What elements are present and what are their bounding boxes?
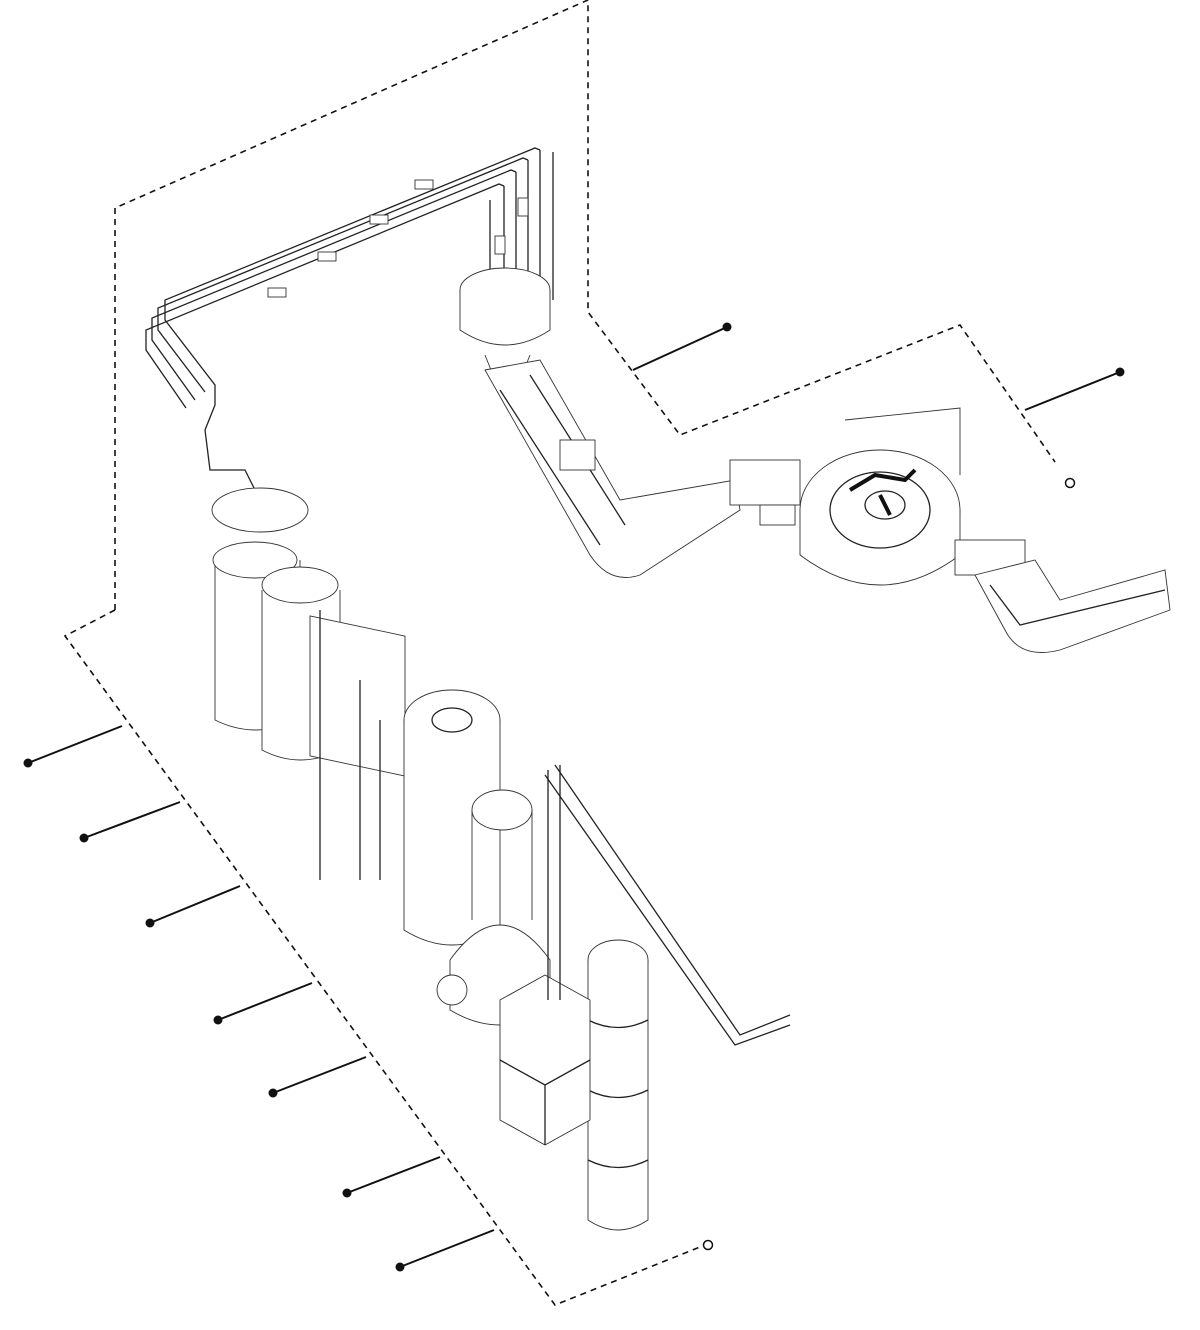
robot-cell (799, 407, 1026, 586)
callout-leader (23, 725, 123, 768)
conveyor-lower (974, 559, 1171, 653)
upper-zone-boundary (114, 0, 1056, 610)
boundary-end-marker (702, 1239, 714, 1251)
callout-leader (342, 1156, 441, 1198)
feed-hopper (459, 267, 551, 381)
return-pipe (544, 764, 791, 1046)
robot-arm (848, 468, 917, 516)
conveyor-upper (484, 359, 801, 578)
boundary-end-marker (1064, 477, 1076, 489)
callout-leader (268, 1056, 367, 1098)
furnace-box (499, 765, 591, 1146)
callout-leader (213, 982, 313, 1025)
overhead-pipe-rack (145, 147, 554, 491)
callout-leader (79, 801, 181, 843)
callout-leader (395, 1229, 495, 1272)
storage-tanks (211, 487, 406, 880)
callout-leader (632, 322, 732, 371)
callout-leader (145, 885, 241, 928)
callout-leader (1024, 367, 1125, 411)
distillation-columns (403, 689, 649, 1231)
callout-leaders (23, 322, 1125, 1272)
